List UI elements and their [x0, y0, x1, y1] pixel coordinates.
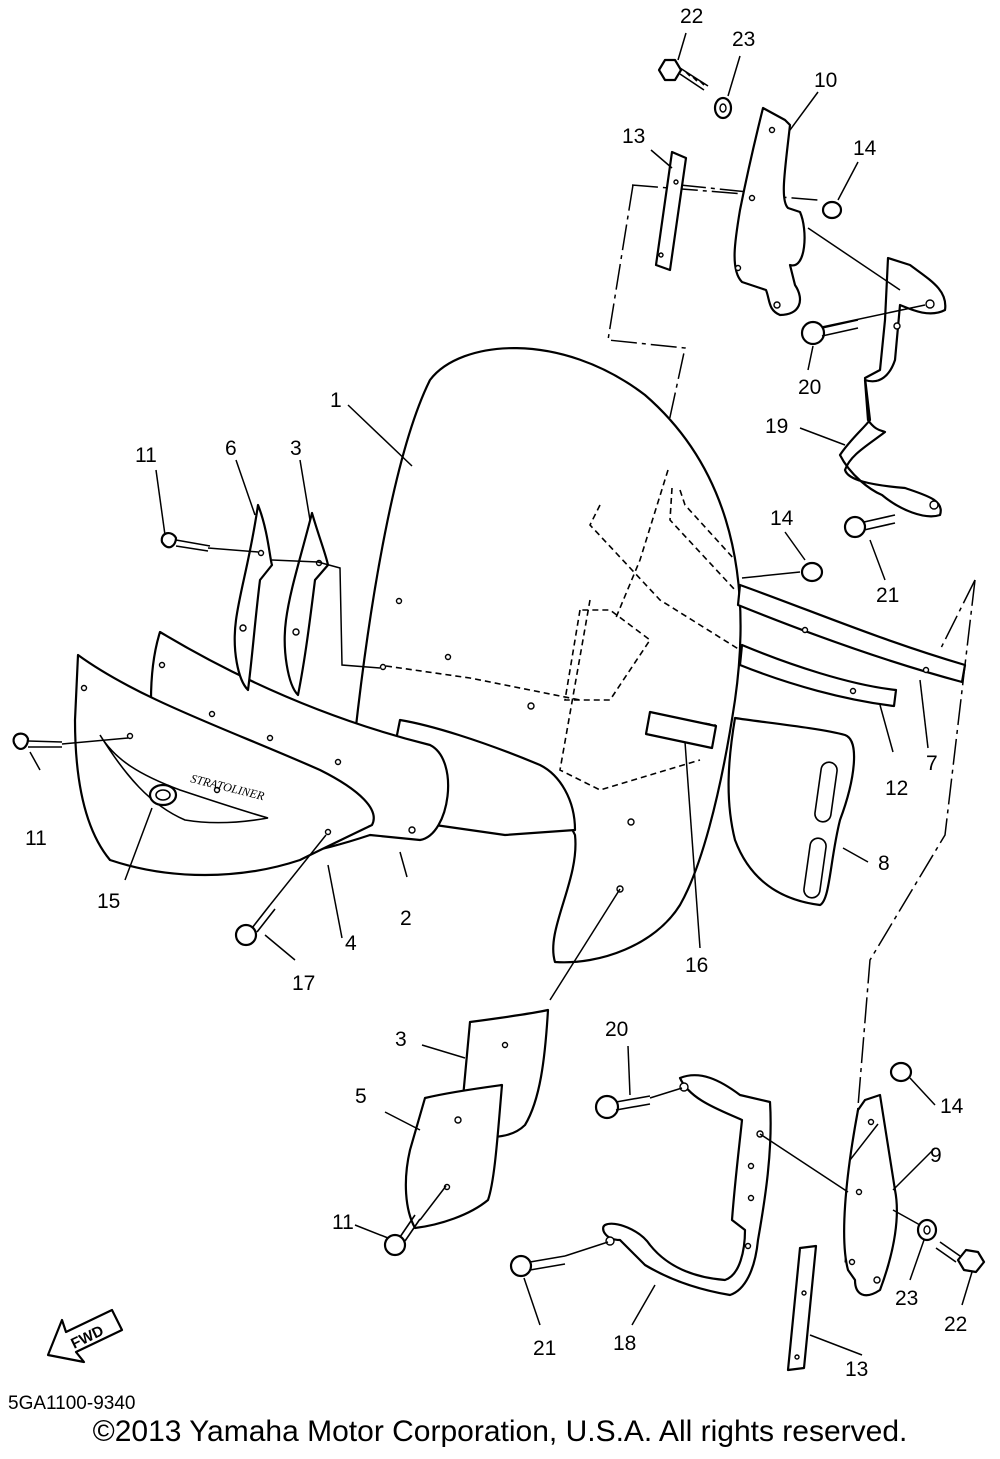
emblem-panel-part-15: STRATOLINER: [73, 653, 375, 877]
callout: 22: [944, 1313, 967, 1336]
bracket-part-10: [733, 106, 806, 317]
callout: 20: [605, 1018, 628, 1041]
leader-lines: [29, 32, 973, 1356]
callout: 21: [876, 584, 899, 607]
callout: 7: [926, 752, 938, 775]
callout: 17: [292, 972, 315, 995]
stay-part-19: [838, 256, 947, 518]
callout: 4: [345, 932, 357, 955]
diagram-code: 5GA1100-9340: [8, 1393, 136, 1414]
callout: 23: [732, 28, 755, 51]
callout: 14: [853, 137, 877, 160]
callout: 23: [895, 1287, 918, 1310]
callout: 16: [685, 954, 708, 977]
callout: 11: [135, 444, 157, 467]
strip-part-13-lower: [786, 1244, 818, 1372]
bracket-plate-part-8: [727, 716, 856, 907]
copyright-notice: ©2013 Yamaha Motor Corporation, U.S.A. A…: [92, 1415, 908, 1448]
fasteners: [12, 58, 986, 1278]
cover-part-16: [644, 710, 718, 750]
callout: 1: [330, 389, 342, 412]
callout: 14: [770, 507, 794, 530]
callout: 6: [225, 437, 237, 460]
windshield-part-1: [353, 347, 742, 964]
callout: 22: [680, 5, 703, 28]
fwd-arrow-icon: FWD: [46, 1308, 124, 1364]
mount-plate-part-5: [404, 1083, 504, 1230]
callout: 13: [622, 125, 645, 148]
callout-numbers: 1 2 3 3 4 5 6 7 8 9 10 11 11 11 12 13 13…: [25, 5, 967, 1381]
callout: 19: [765, 415, 788, 438]
trim-strip-part-12: [738, 643, 898, 708]
callout: 9: [930, 1144, 942, 1167]
callout: 14: [940, 1095, 964, 1118]
callout: 11: [332, 1211, 354, 1234]
mount-plate-part-3-upper: [283, 511, 330, 697]
callout: 3: [395, 1028, 407, 1051]
callout: 5: [355, 1085, 367, 1108]
trim-strip-part-7: [736, 583, 967, 684]
callout: 21: [533, 1337, 556, 1360]
callout: 2: [400, 907, 412, 930]
stay-part-18: [602, 1074, 772, 1297]
callout: 10: [814, 69, 837, 92]
callout: 18: [613, 1332, 636, 1355]
bracket-part-9: [843, 1093, 898, 1297]
mount-plate-part-6: [233, 503, 274, 692]
callout: 12: [885, 777, 908, 800]
callout: 13: [845, 1358, 868, 1381]
strip-part-13-upper: [654, 150, 688, 272]
callout: 8: [878, 852, 890, 875]
callout: 15: [97, 890, 120, 913]
callout: 11: [25, 827, 47, 850]
callout: 3: [290, 437, 302, 460]
callout: 20: [798, 376, 821, 399]
